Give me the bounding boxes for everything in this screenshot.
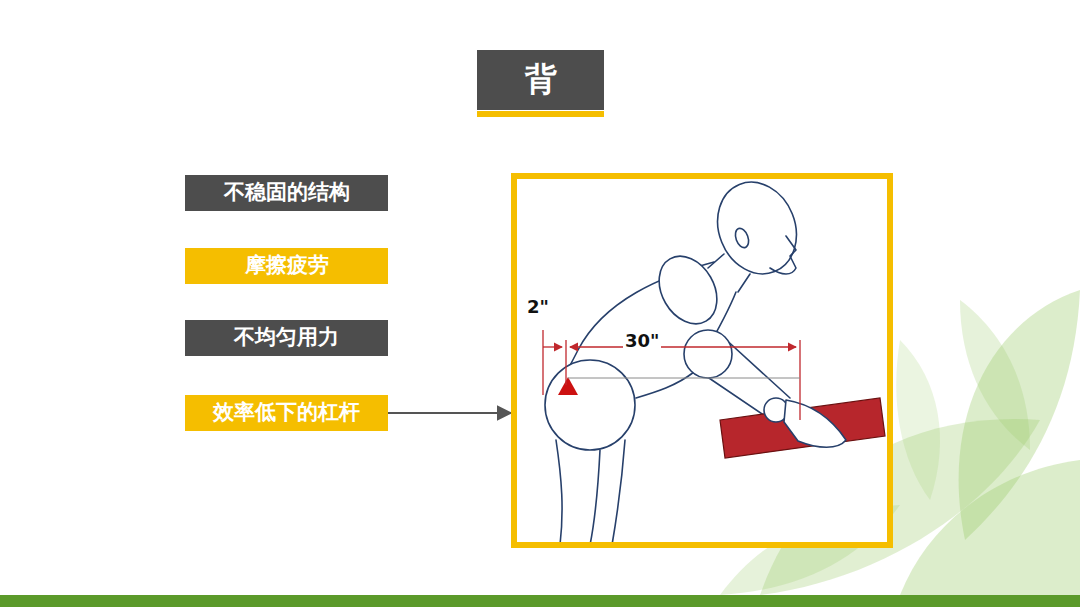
- load-box: [720, 398, 885, 458]
- lever-line: [568, 378, 800, 379]
- dimension-lines: [543, 330, 800, 420]
- label-text: 效率低下的杠杆: [213, 400, 360, 425]
- bottom-bar: [0, 595, 1080, 607]
- fulcrum-triangle: [558, 377, 578, 395]
- label-text: 不均匀用力: [234, 325, 339, 350]
- title-text: 背: [525, 58, 557, 102]
- label-box: 效率低下的杠杆: [185, 395, 388, 431]
- label-text: 不稳固的结构: [224, 180, 350, 205]
- title-underline: [477, 111, 604, 117]
- label-box: 不均匀用力: [185, 320, 388, 356]
- frame-ground: [511, 173, 893, 548]
- illustration-frame: 2" 30": [511, 173, 893, 548]
- dimension-label: 2": [525, 297, 551, 317]
- bending-figure: [545, 170, 810, 545]
- label-text: 摩擦疲劳: [245, 253, 329, 278]
- hand: [764, 398, 846, 447]
- dimension-label: 30": [623, 331, 661, 351]
- label-box: 摩擦疲劳: [185, 248, 388, 284]
- connector-arrow: [388, 412, 511, 414]
- label-box: 不稳固的结构: [185, 175, 388, 211]
- title-box: 背: [477, 50, 604, 110]
